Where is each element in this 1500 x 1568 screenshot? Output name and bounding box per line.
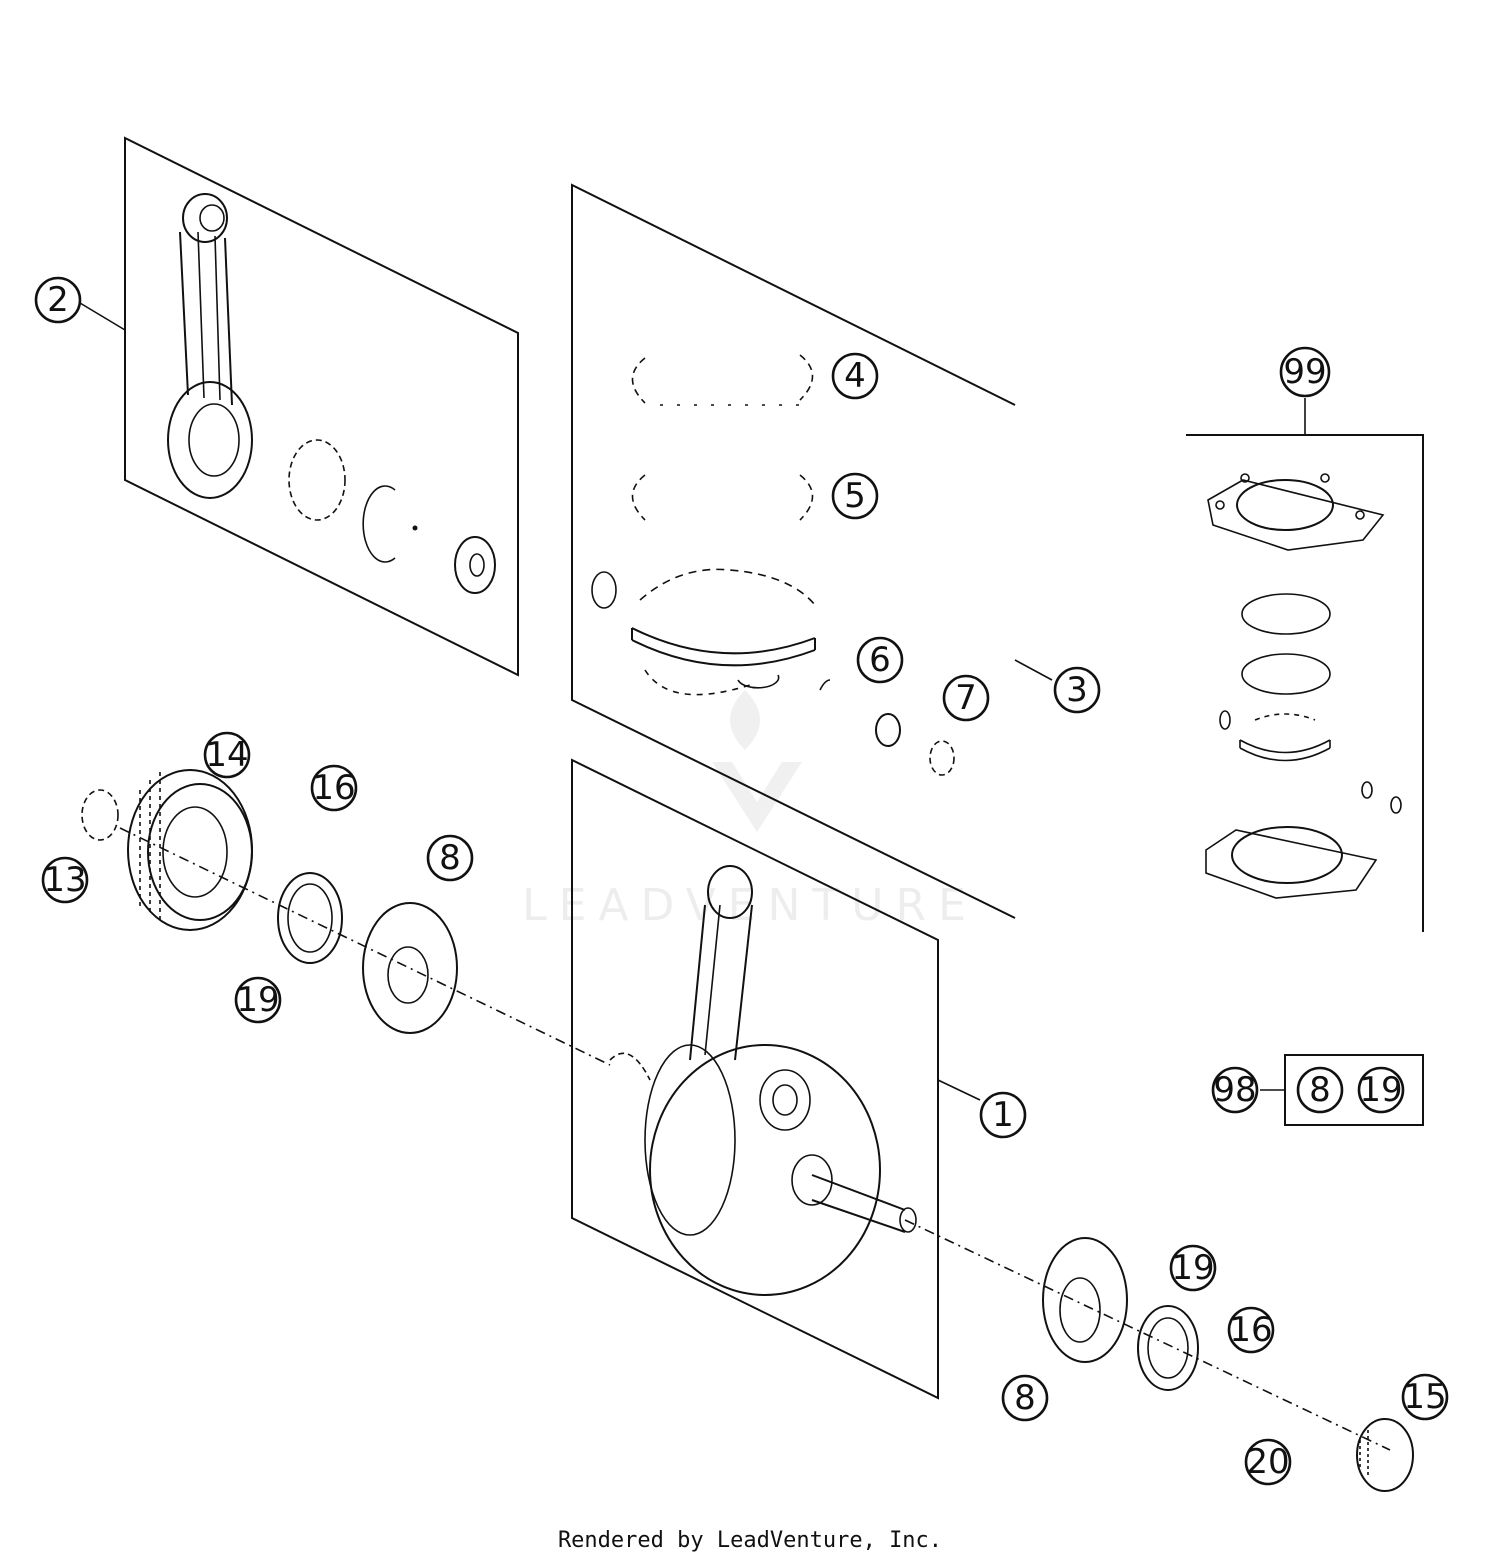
callout-19-left[interactable]: 19: [234, 976, 282, 1024]
kit-piston: [1219, 710, 1331, 762]
callout-6[interactable]: 6: [856, 636, 904, 684]
callout-15[interactable]: 15: [1401, 1373, 1449, 1421]
callout-5[interactable]: 5: [831, 472, 879, 520]
callout-7[interactable]: 7: [942, 674, 990, 722]
callout-8-right[interactable]: 8: [1001, 1374, 1049, 1422]
needle-cage: [362, 485, 396, 563]
callout-1[interactable]: 1: [979, 1091, 1027, 1139]
piston-drawing: [631, 568, 816, 696]
piston-kit-panel: [571, 183, 1053, 919]
bearing-sleeve: [288, 439, 346, 521]
callout-8-left[interactable]: 8: [426, 834, 474, 882]
svg-text:19: 19: [1359, 1070, 1402, 1110]
piston-ring-second: [631, 474, 814, 521]
svg-text:5: 5: [844, 476, 866, 516]
svg-text:6: 6: [869, 640, 891, 680]
footer-credit: Rendered by LeadVenture, Inc.: [557, 1528, 943, 1553]
piston-pin: [929, 740, 955, 776]
svg-text:2: 2: [47, 280, 69, 320]
watermark: LEADVENTURE: [522, 690, 978, 931]
svg-text:13: 13: [43, 860, 86, 900]
right-bearing-and-gear: [1042, 1237, 1414, 1492]
callout-98-19[interactable]: 19: [1357, 1066, 1405, 1114]
svg-text:98: 98: [1213, 1070, 1256, 1110]
svg-text:16: 16: [312, 768, 355, 808]
callout-4[interactable]: 4: [831, 352, 879, 400]
base-gasket: [1205, 826, 1378, 899]
primary-gear: [127, 769, 253, 931]
woodruff-key: [81, 789, 119, 841]
svg-text:8: 8: [439, 838, 461, 878]
kit-ring-second: [1241, 653, 1331, 695]
callout-19-right[interactable]: 19: [1169, 1244, 1217, 1292]
svg-text:8: 8: [1309, 1070, 1331, 1110]
crankshaft-panel: [571, 758, 981, 1400]
svg-text:8: 8: [1014, 1378, 1036, 1418]
timing-gear: [1356, 1418, 1414, 1492]
piston-pin-clip-left: [591, 571, 617, 609]
callout-2[interactable]: 2: [34, 276, 82, 324]
callout-98-8[interactable]: 8: [1296, 1066, 1344, 1114]
svg-text:15: 15: [1403, 1377, 1446, 1417]
callout-3[interactable]: 3: [1053, 666, 1101, 714]
svg-text:20: 20: [1246, 1442, 1289, 1482]
main-bearing-left: [362, 902, 458, 1034]
thrust-washer: [454, 536, 496, 594]
top-end-kit-panel: [1186, 398, 1424, 932]
callout-20[interactable]: 20: [1244, 1438, 1292, 1486]
svg-text:16: 16: [1229, 1310, 1272, 1350]
conrod-drawing: [167, 193, 253, 499]
callout-13[interactable]: 13: [41, 856, 89, 904]
main-bearing-right: [1042, 1237, 1128, 1363]
piston-pin-clip: [875, 713, 901, 747]
svg-text:7: 7: [955, 678, 977, 718]
svg-text:4: 4: [844, 356, 866, 396]
svg-text:19: 19: [1171, 1248, 1214, 1288]
callout-16-right[interactable]: 16: [1227, 1306, 1275, 1354]
conrod-kit-panel: [79, 136, 519, 677]
callout-14[interactable]: 14: [203, 731, 251, 779]
svg-text:14: 14: [205, 735, 248, 775]
watermark-text: LEADVENTURE: [522, 880, 978, 931]
crankshaft-drawing: [609, 865, 917, 1296]
piston-ring-top: [631, 354, 814, 406]
callout-98[interactable]: 98: [1211, 1066, 1259, 1114]
assembly-axes: [119, 827, 1391, 1451]
oil-seal-left: [277, 872, 343, 964]
svg-text:19: 19: [236, 980, 279, 1020]
callout-16-left[interactable]: 16: [310, 764, 358, 812]
svg-text:99: 99: [1283, 352, 1326, 392]
oil-seal-right: [1137, 1305, 1199, 1391]
callout-99[interactable]: 99: [1279, 346, 1331, 398]
left-bearing-and-gear: [81, 769, 458, 1034]
head-gasket: [1207, 473, 1385, 551]
bearing-kit-box: [1260, 1054, 1424, 1126]
svg-text:1: 1: [992, 1095, 1014, 1135]
kit-ring-top: [1241, 593, 1331, 635]
svg-text:3: 3: [1066, 670, 1088, 710]
